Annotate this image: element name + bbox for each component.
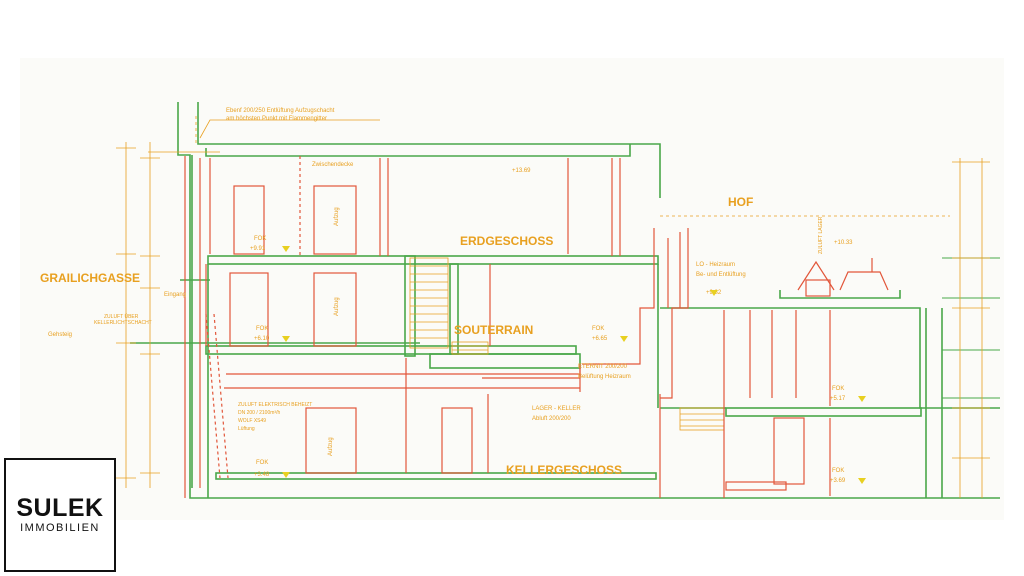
zwischendecke-label: Zwischendecke xyxy=(312,162,354,168)
lo-heizraum-1: LO - Heizraum xyxy=(696,262,735,268)
logo-subtitle: IMMOBILIEN xyxy=(20,522,100,534)
level-sout-right: +6.65 xyxy=(592,336,608,342)
logo-name: SULEK xyxy=(16,494,104,522)
eternit-2: Belüftung Heizraum xyxy=(578,374,631,380)
sulek-logo: SULEK IMMOBILIEN xyxy=(4,458,116,572)
red-structure xyxy=(184,156,889,498)
zuluft-label-1: ZULUFT ÜBER xyxy=(104,313,139,320)
stair-hatch xyxy=(409,257,725,431)
level-eg: +9.91 xyxy=(250,246,266,252)
aufzug-label-keller: Aufzug xyxy=(328,437,334,456)
elec-3: WOLF XS49 xyxy=(238,418,266,424)
elec-4: Lüftung xyxy=(238,426,255,432)
top-note-1: Ebenf 200/250 Entlüftung Aufzugschacht xyxy=(226,108,335,114)
dimension-lines xyxy=(116,116,990,498)
eternit-1: ETERNIT 200/200 xyxy=(578,364,628,370)
fok-sout-left: FOK xyxy=(256,326,268,332)
erdgeschoss-label: ERDGESCHOSS xyxy=(460,234,553,248)
level-sout-left: +6.10 xyxy=(254,336,270,342)
labels: Ebenf 200/250 Entlüftung Aufzugschacht a… xyxy=(40,108,866,484)
top-note-2: am höchsten Punkt mit Flammengitter xyxy=(226,116,327,122)
kellergeschoss-label: KELLERGESCHOSS xyxy=(506,463,622,477)
zuluft-label-2: KELLERLICHTSCHACHT xyxy=(94,320,152,326)
level-keller: +3.48 xyxy=(254,472,270,478)
aufzug-label-sout: Aufzug xyxy=(334,297,340,316)
section-drawing-sheet: Ebenf 200/250 Entlüftung Aufzugschacht a… xyxy=(20,58,1004,520)
eingang-label: Eingang xyxy=(164,292,186,298)
fok-eg: FOK xyxy=(254,236,266,242)
green-structure xyxy=(130,102,1000,499)
level-right-low: +3.69 xyxy=(830,478,846,484)
elec-2: DN 200 / 2100m³/h xyxy=(238,410,280,416)
level-top: +13.69 xyxy=(512,168,531,174)
lager-keller-1: LAGER - KELLER xyxy=(532,406,581,412)
level-vent: +10.33 xyxy=(834,240,853,246)
fok-keller: FOK xyxy=(256,460,268,466)
lager-keller-2: Abluft 200/200 xyxy=(532,416,571,422)
aufzug-label-eg: Aufzug xyxy=(334,207,340,226)
lo-heizraum-2: Be- und Entlüftung xyxy=(696,272,746,278)
hof-label: HOF xyxy=(728,195,753,209)
gehsteig-label: Gehsteig xyxy=(48,332,72,338)
level-right-mid: +5.17 xyxy=(830,396,846,402)
zuluft-lager-label: ZULUFT LAGER xyxy=(818,216,824,254)
souterrain-label: SOUTERRAIN xyxy=(454,323,533,337)
fok-right-mid: FOK xyxy=(832,386,844,392)
fok-sout-right: FOK xyxy=(592,326,604,332)
building-section-plan: Ebenf 200/250 Entlüftung Aufzugschacht a… xyxy=(40,102,1000,499)
fok-right-low: FOK xyxy=(832,468,844,474)
elec-1: ZULUFT ELEKTRISCH BEHEIZT xyxy=(238,402,312,408)
grailichgasse-label: GRAILICHGASSE xyxy=(40,271,140,285)
